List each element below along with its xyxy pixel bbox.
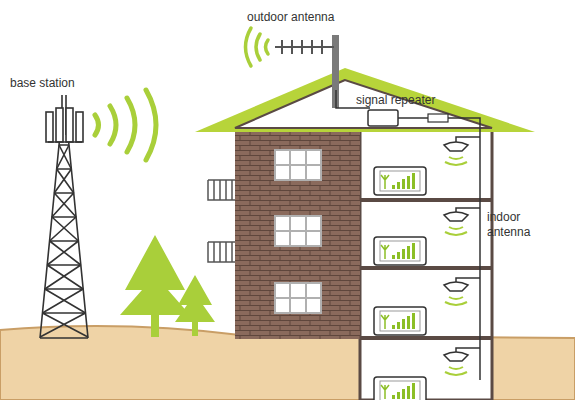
- tablets: [374, 167, 426, 400]
- signal-waves: [95, 90, 156, 160]
- house-interior: [360, 128, 492, 400]
- base-station-label: base station: [10, 76, 75, 91]
- signal-repeater-label: signal repeater: [356, 93, 435, 108]
- splitter: [428, 114, 448, 122]
- outdoor-antenna-label: outdoor antenna: [247, 10, 334, 25]
- windows: [275, 150, 321, 313]
- balconies: [208, 180, 235, 262]
- roof: [195, 68, 535, 132]
- brick-wall: [235, 125, 360, 339]
- signal-repeater-box: [368, 110, 398, 126]
- cables: [336, 90, 480, 380]
- trees: [120, 235, 215, 337]
- indoor-antennas: [444, 142, 468, 375]
- attic: [235, 80, 492, 128]
- base-station-tower: [40, 95, 88, 338]
- floor-slabs: [360, 200, 492, 338]
- antenna-waves: [246, 28, 269, 66]
- indoor-antenna-label: indoor antenna: [487, 210, 539, 240]
